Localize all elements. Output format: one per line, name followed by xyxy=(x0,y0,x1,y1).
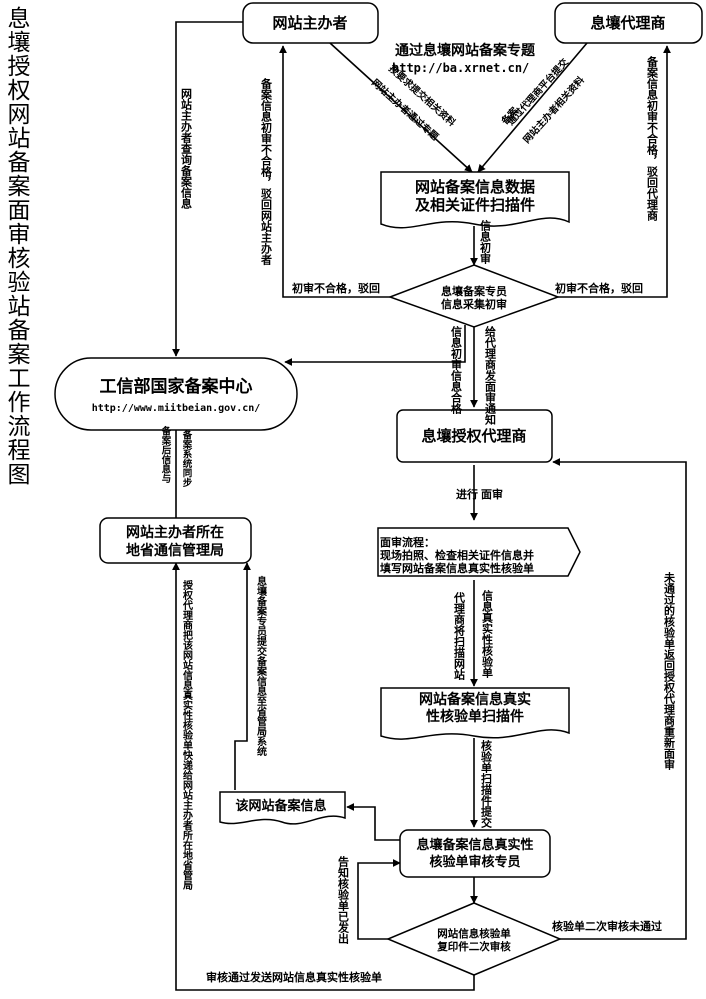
scan1-document xyxy=(380,171,570,229)
notify-sent-vertical-label: 告知核验单已发出 xyxy=(337,855,351,945)
province-label-1: 网站主办者所在 xyxy=(126,524,224,541)
siteinfo-label: 该网站备案信息 xyxy=(235,798,326,814)
miit-terminator xyxy=(54,357,298,431)
conduct-label-b: 面审 xyxy=(481,487,503,501)
sync-label-b: 备案后信息与 xyxy=(160,425,173,484)
scan1-label-1: 网站备案信息数据 xyxy=(415,178,535,196)
scan-site-vertical-label: 代理商将扫描网站 xyxy=(453,591,467,681)
pass-vertical-label: 信息初审信息合格 xyxy=(450,325,463,415)
process-box xyxy=(377,527,581,577)
decision-diamond xyxy=(386,902,562,976)
miit-label-1: 工信部国家备案中心 xyxy=(100,376,253,397)
url-title-label: 通过息壤网站备案专题 xyxy=(395,42,536,59)
arrow-decision-to-agent-mid xyxy=(552,458,687,940)
submit-scan-vertical-label: 核验单扫描件提交 xyxy=(480,739,493,829)
province-box xyxy=(99,517,252,564)
arrow-siteinfo-to-province xyxy=(234,562,251,790)
process-label-2: 现场拍照、检查相关证件信息并 xyxy=(380,548,534,562)
arrow-reject-to-agent xyxy=(558,45,671,298)
connectors xyxy=(172,21,687,991)
mail-vertical-label: 授权代理商把该网站信息真实性核验单快递给网站主办者所在地省管局 xyxy=(181,579,194,891)
decision-label-2: 复印件二次审核 xyxy=(436,940,511,953)
url-label: http://ba.xrnet.cn/ xyxy=(392,61,529,75)
diagram-title: 息壤授权网站备案面审核验站备案工作流程图 xyxy=(3,6,29,486)
sync-label-a: 备案系统同步 xyxy=(181,429,194,488)
process-label-1: 面审流程： xyxy=(380,535,435,549)
miit-label-2: http://www.miitbeian.gov.cn/ xyxy=(92,402,261,414)
notify-vertical-label: 给代理商发面审通知 xyxy=(484,325,498,426)
arrow-decision-to-province xyxy=(172,562,475,991)
arrow-decision-to-review2 xyxy=(357,859,401,940)
second-fail-label: 核验单二次审核未通过 xyxy=(552,919,662,933)
pass-send-label: 审核通过发送网站信息真实性核验单 xyxy=(206,970,382,984)
scan2-label-2: 性核验单扫描件 xyxy=(426,708,524,725)
agent-mid-box xyxy=(396,409,553,463)
arrow-review2-to-siteinfo xyxy=(346,803,400,841)
arrow-reject-to-sponsor xyxy=(279,45,390,298)
review1-label-1: 息壤备案专员 xyxy=(441,284,507,298)
process-label-3: 填写网站备案信息真实性核验单 xyxy=(380,561,534,575)
fail-return-vertical-label: 未通过的核验单返回授权代理商重新面审 xyxy=(663,571,677,771)
reject-right-label: 初审不合格，驳回 xyxy=(555,281,643,295)
arrow-sponsor-to-scan xyxy=(329,42,473,173)
arrow-review-to-miit xyxy=(284,325,466,366)
review2-box xyxy=(399,829,551,878)
agent-top-label: 息壤代理商 xyxy=(590,14,665,32)
agent-top-box xyxy=(554,2,703,44)
reject-left-vertical-label: 备案信息初审不合格，驳回网站主办者 xyxy=(260,77,274,266)
sponsor-label: 网站主办者 xyxy=(272,14,347,32)
decision-label-1: 网站信息核验单 xyxy=(437,927,511,940)
reject-left-label: 初审不合格，驳回 xyxy=(292,281,380,295)
query-vertical-label: 网站主办者查询备案信息 xyxy=(180,88,194,209)
scan2-label-1: 网站备案信息真实 xyxy=(419,691,531,708)
agent-mid-label: 息壤授权代理商 xyxy=(421,427,526,445)
arrow-sponsor-to-miit xyxy=(172,21,243,357)
conduct-label-a: 进行 xyxy=(456,487,478,501)
info-review-label: 信息初审 xyxy=(479,219,492,265)
review1-diamond xyxy=(387,264,561,328)
prov-submit-vertical-label: 息壤备案专员提交备案信息至省管局系统 xyxy=(255,575,268,757)
scan2-document xyxy=(380,687,570,740)
sponsor-box xyxy=(242,2,379,44)
siteinfo-document xyxy=(219,791,346,825)
reject-right-vertical-label: 备案信息初审不合格，驳回代理商 xyxy=(646,55,660,222)
review2-label-2: 核验单审核专员 xyxy=(429,854,520,870)
arrow-agent-to-scan xyxy=(477,42,588,173)
info-sheet-vertical-label: 信息真实性核验单 xyxy=(481,589,494,679)
review2-label-1: 息壤备案信息真实性 xyxy=(416,837,533,853)
review1-label-2: 信息采集初审 xyxy=(441,297,507,311)
scan1-label-2: 及相关证件扫描件 xyxy=(415,196,535,214)
province-label-2: 地省通信管理局 xyxy=(126,542,224,559)
